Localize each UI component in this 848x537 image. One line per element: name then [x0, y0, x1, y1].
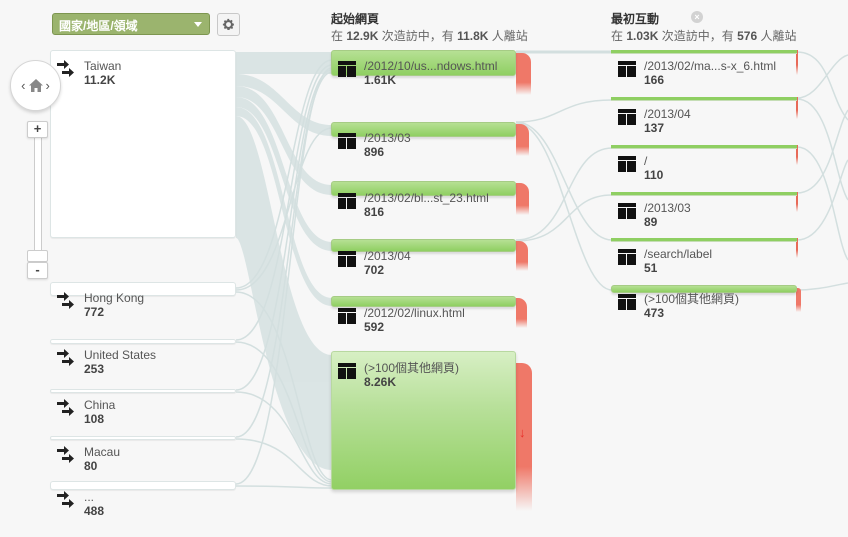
prev-icon[interactable]: ‹	[21, 78, 26, 93]
country-node-taiwan[interactable]	[50, 50, 236, 238]
zoom-slider-thumb[interactable]	[27, 250, 48, 262]
drop-off-bar[interactable]	[516, 298, 527, 328]
page-label: /110	[618, 154, 663, 182]
next-icon[interactable]: ›	[45, 78, 50, 93]
zoom-slider-track[interactable]	[34, 138, 42, 251]
starting-pages-summary: 在 12.9K 次造訪中，有 11.8K 人離站	[331, 29, 528, 43]
interaction-page-node-other[interactable]	[611, 285, 797, 293]
page-icon	[338, 308, 356, 324]
drop-off-bar[interactable]	[516, 363, 532, 511]
dimension-selector-label: 國家/地區/領域	[59, 19, 138, 33]
country-node-hong-kong[interactable]	[50, 282, 236, 296]
zoom-in-button[interactable]: +	[27, 121, 48, 138]
starting-page-node[interactable]	[331, 296, 516, 307]
country-label: ...488	[57, 490, 104, 518]
interaction-page-node[interactable]	[611, 145, 797, 149]
interaction-page-node[interactable]	[611, 50, 797, 54]
first-interaction-summary: 在 1.03K 次造訪中，有 576 人離站	[611, 29, 797, 43]
home-icon[interactable]	[28, 79, 43, 92]
page-icon	[338, 133, 356, 149]
starting-pages-title: 起始網頁	[331, 12, 380, 26]
drop-off-bar[interactable]	[516, 183, 529, 215]
drop-off-bar[interactable]	[796, 238, 798, 258]
traffic-arrows-icon	[57, 349, 74, 366]
chevron-down-icon	[194, 22, 202, 27]
country-node-united-states[interactable]	[50, 339, 236, 344]
drop-off-bar[interactable]	[516, 241, 528, 271]
page-icon	[618, 294, 636, 310]
page-icon	[338, 61, 356, 77]
drop-off-bar[interactable]	[796, 192, 798, 212]
first-interaction-title: 最初互動	[611, 12, 660, 26]
starting-page-node[interactable]	[331, 239, 516, 252]
traffic-arrows-icon	[57, 60, 74, 77]
country-node-other[interactable]	[50, 481, 236, 490]
country-node-china[interactable]	[50, 389, 236, 393]
navigation-control: ‹ ›	[10, 60, 61, 111]
page-icon	[618, 203, 636, 219]
settings-button[interactable]	[217, 13, 240, 36]
starting-page-node-other[interactable]	[331, 351, 516, 490]
page-icon	[618, 249, 636, 265]
interaction-page-node[interactable]	[611, 192, 797, 196]
country-node-macau[interactable]	[50, 436, 236, 440]
drop-off-bar[interactable]	[796, 288, 801, 312]
dimension-selector[interactable]: 國家/地區/領域	[52, 13, 210, 35]
drop-off-arrow-icon: ↓	[519, 425, 526, 440]
page-icon	[338, 193, 356, 209]
starting-page-node[interactable]	[331, 181, 516, 196]
page-icon	[618, 156, 636, 172]
traffic-arrows-icon	[57, 399, 74, 416]
starting-page-node[interactable]	[331, 50, 516, 76]
gear-icon	[222, 18, 235, 30]
page-label: (>100個其他網頁)8.26K	[338, 361, 459, 389]
zoom-out-button[interactable]: -	[27, 262, 48, 279]
page-icon	[618, 61, 636, 77]
page-label: (>100個其他網頁)473	[618, 292, 739, 320]
interaction-page-node[interactable]	[611, 238, 797, 242]
page-icon	[338, 363, 356, 379]
traffic-arrows-icon	[57, 292, 74, 309]
drop-off-bar[interactable]	[796, 50, 798, 75]
drop-off-bar[interactable]	[796, 97, 798, 119]
drop-off-bar[interactable]	[796, 145, 798, 165]
starting-page-node[interactable]	[331, 122, 516, 137]
traffic-arrows-icon	[57, 446, 74, 463]
close-icon[interactable]: ×	[691, 11, 703, 23]
page-icon	[618, 109, 636, 125]
drop-off-bar[interactable]	[516, 124, 529, 156]
interaction-page-node[interactable]	[611, 97, 797, 101]
page-icon	[338, 251, 356, 267]
drop-off-bar[interactable]	[516, 53, 531, 95]
traffic-arrows-icon	[57, 491, 74, 508]
